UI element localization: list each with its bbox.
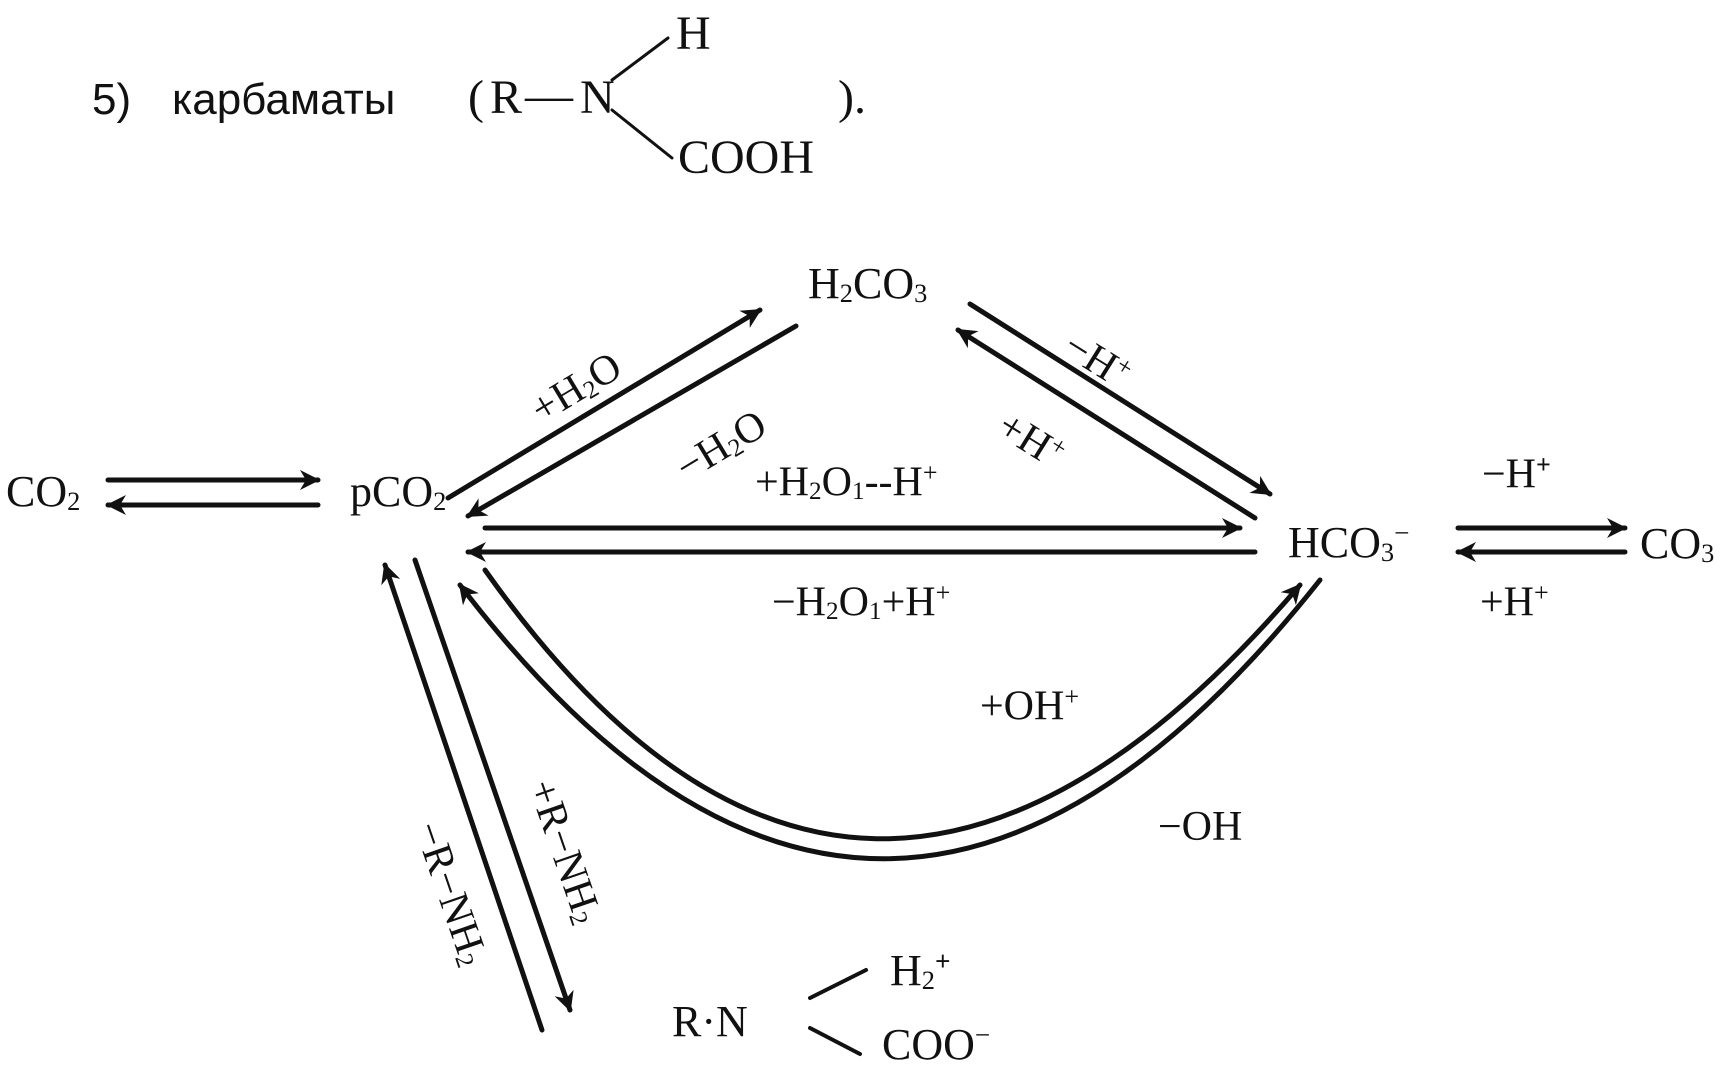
arc-pco2-to-hco3	[482, 567, 1303, 842]
arrow-carbamate-to-pco2	[381, 562, 545, 1033]
bond-rn-coo	[808, 1026, 862, 1056]
arrow-h2co3-to-pco2	[465, 323, 799, 519]
label-minus-h2o-plus-h: −H2O1+H+	[772, 578, 951, 626]
paren-close: ).	[838, 71, 866, 124]
item-number: 5)	[92, 75, 132, 124]
formula-n: N	[580, 71, 615, 124]
paren-open: (	[468, 71, 484, 124]
label-plus-oh: +OH+	[980, 682, 1080, 730]
bond-rn-h2	[808, 968, 868, 1000]
species-pco2: pCO2	[350, 467, 447, 516]
species-hco3: HCO3−	[1288, 518, 1410, 567]
carbamate-rn: R·N	[672, 997, 748, 1046]
formula-r: R	[490, 71, 523, 124]
arrow-pco2-to-h2co3	[445, 307, 763, 501]
formula-h: H	[676, 7, 711, 60]
formula-dash: —	[525, 69, 573, 122]
bond-n-h	[610, 36, 670, 82]
bond-n-cooh	[610, 108, 674, 160]
label-plus-h-right: +H+	[1480, 578, 1549, 626]
label-minus-h-right: −H+	[1482, 450, 1551, 498]
species-co3-right: CO3	[1640, 519, 1715, 568]
carbamate-h2-plus: H2+	[890, 946, 951, 995]
species-co2-left: CO2	[6, 467, 81, 516]
arrow-pco2-to-carbamate	[412, 557, 574, 1013]
carbamates-word: карбаматы	[172, 75, 396, 124]
label-plus-h2o-minus-h: +H2O1--H+	[755, 458, 938, 506]
formula-cooh: COOH	[678, 131, 815, 184]
carbamate-coo-minus: COO−	[882, 1020, 991, 1069]
arrow-hco3-to-h2co3	[955, 327, 1258, 521]
arrow-h2co3-to-hco3	[967, 301, 1273, 497]
label-minus-oh: −OH	[1158, 804, 1243, 850]
arc-hco3-to-pco2	[457, 577, 1323, 862]
species-h2co3: H2CO3	[808, 259, 928, 308]
